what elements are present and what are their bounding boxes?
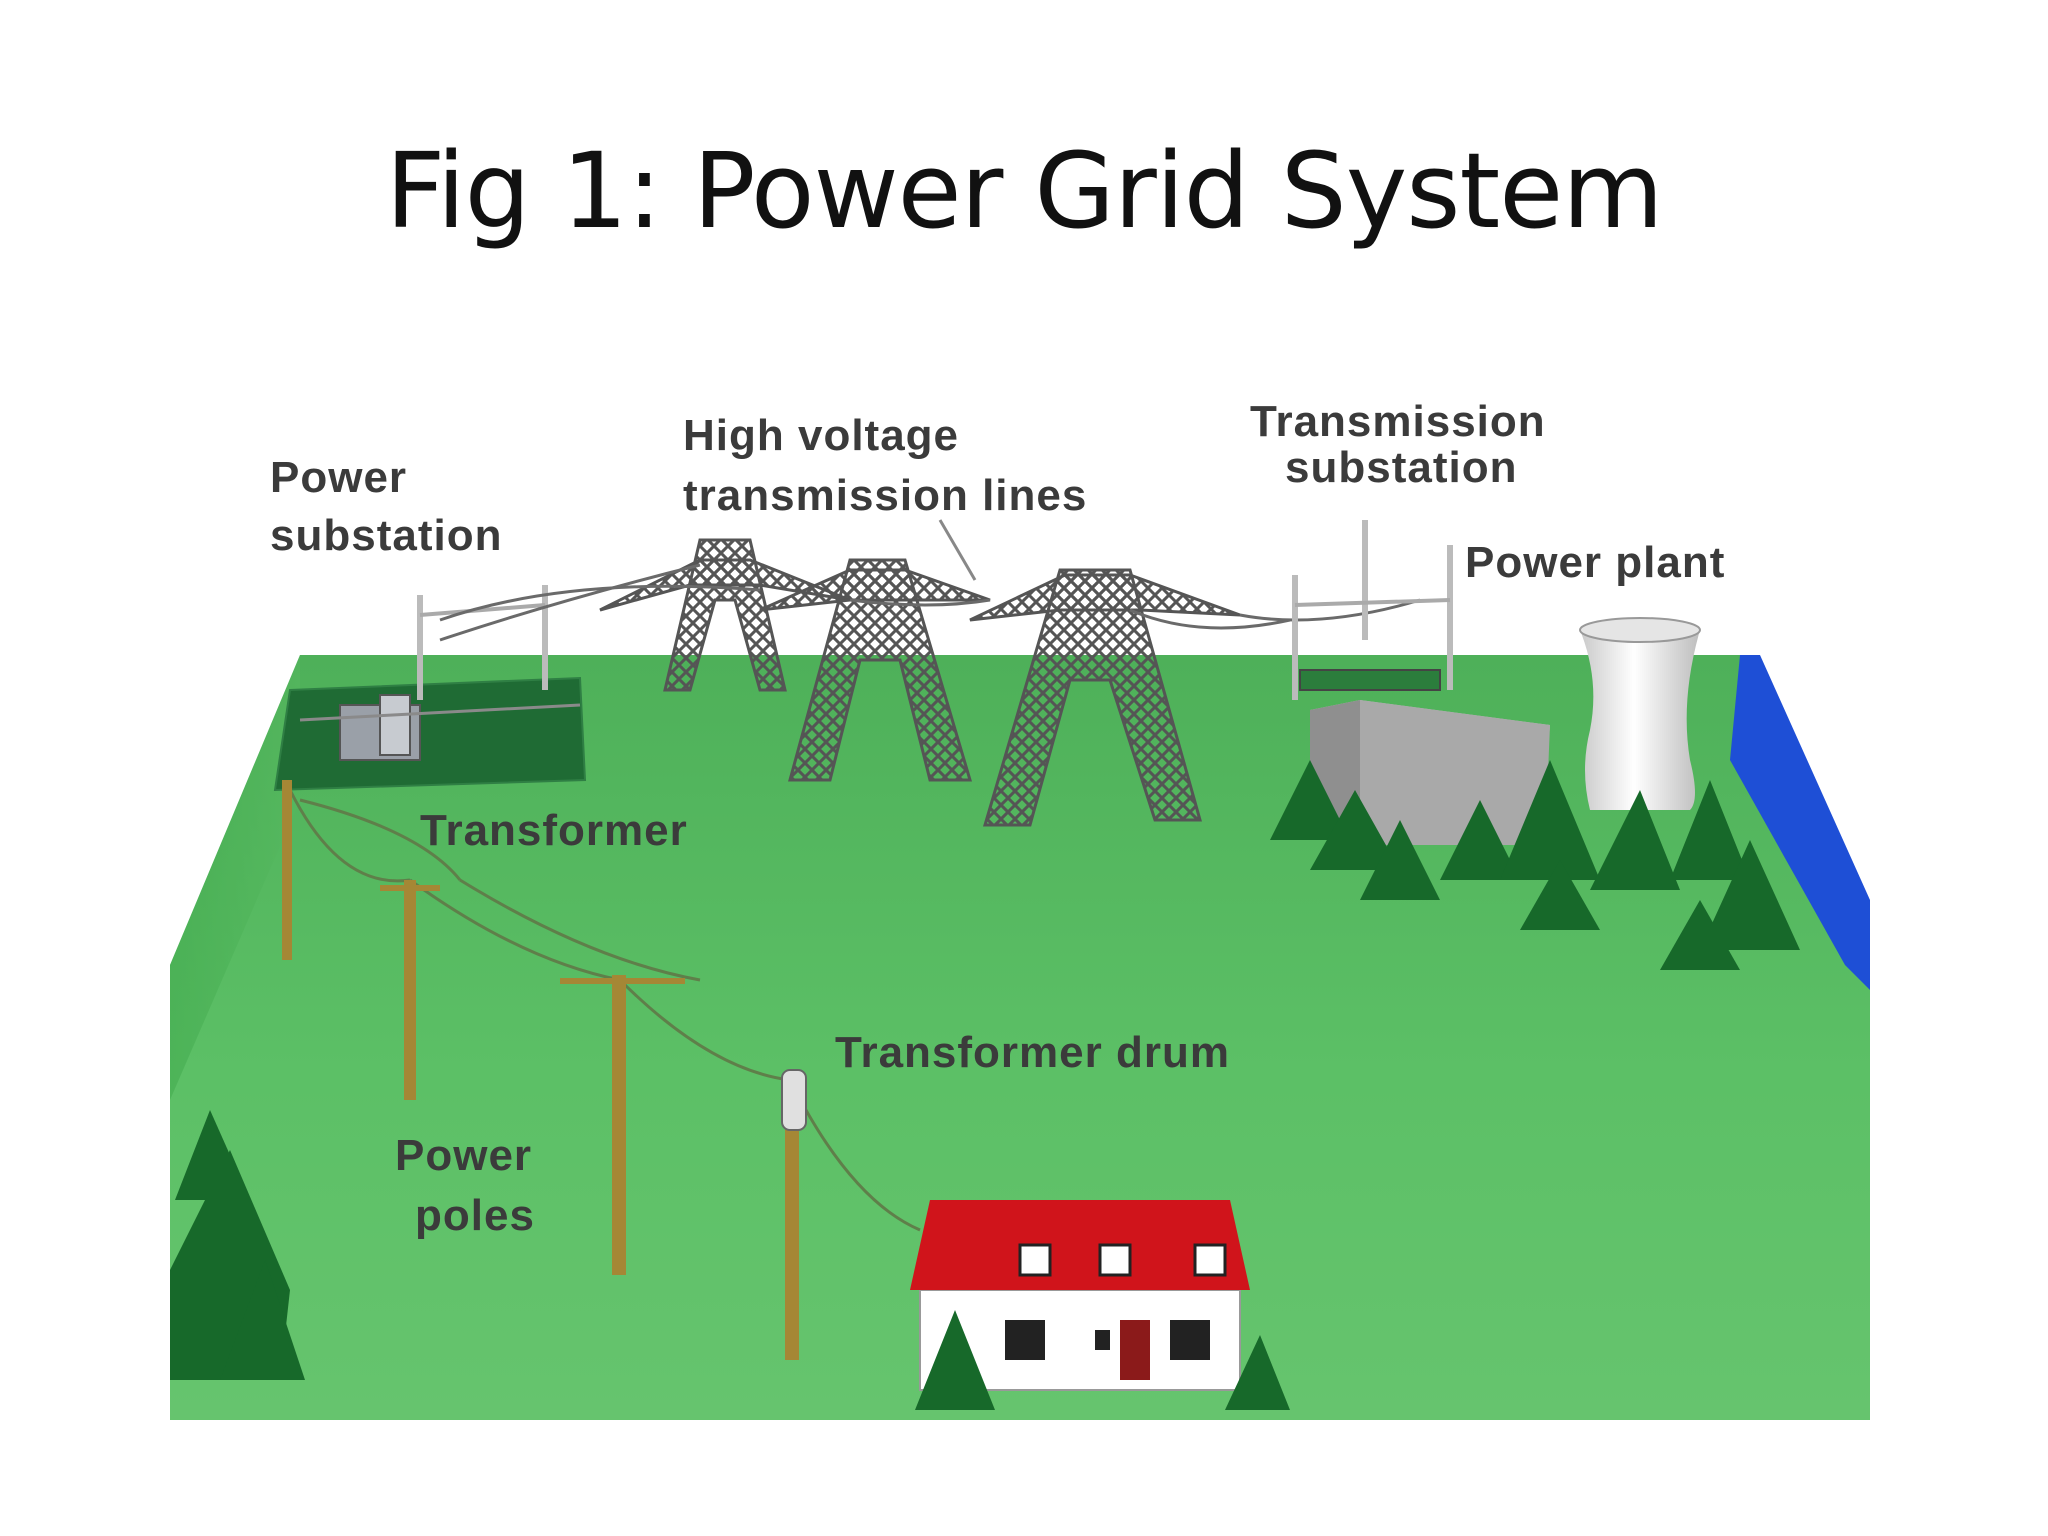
label-transformer: Transformer — [420, 806, 688, 855]
label-power-poles-line2: poles — [415, 1191, 535, 1240]
label-transformer-drum: Transformer drum — [835, 1028, 1230, 1077]
label-high-voltage-line2: transmission lines — [683, 471, 1087, 520]
label-power-poles-line1: Power — [395, 1131, 532, 1180]
transmission-substation — [1295, 520, 1450, 700]
cooling-tower — [1580, 618, 1700, 810]
label-power-plant: Power plant — [1465, 538, 1725, 587]
label-transmission-substation-line1: Transmission — [1250, 397, 1546, 446]
label-power-substation-line2: substation — [270, 511, 502, 560]
transformer-drum — [782, 1070, 806, 1130]
label-transmission-substation-line2: substation — [1285, 443, 1517, 492]
label-high-voltage-line1: High voltage — [683, 411, 959, 460]
label-power-substation-line1: Power — [270, 453, 407, 502]
